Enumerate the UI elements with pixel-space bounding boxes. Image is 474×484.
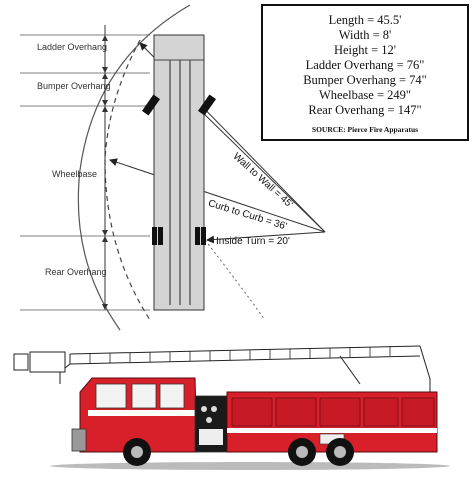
front-bumper xyxy=(71,428,87,452)
ground-shadow xyxy=(50,462,450,470)
curb-to-curb-arc xyxy=(104,39,151,321)
cab-window xyxy=(159,383,185,409)
label-wheelbase: Wheelbase xyxy=(52,169,98,179)
label-rear-overhang: Rear Overhang xyxy=(45,267,107,277)
aerial-ladder xyxy=(59,345,431,394)
spec-length: Length = 45.5' xyxy=(328,13,402,27)
pivot-line-curb xyxy=(109,158,326,233)
rear-wheel-right-2 xyxy=(201,227,206,245)
fire-truck-side-view xyxy=(13,345,450,470)
rear-wheel-2 xyxy=(326,438,354,466)
truck-plan-body xyxy=(153,34,205,311)
spec-rear-overhang: Rear Overhang = 147" xyxy=(308,103,422,117)
spec-source: SOURCE: Pierce Fire Apparatus xyxy=(311,125,419,134)
cab-window xyxy=(131,383,157,409)
plan-view xyxy=(20,4,326,331)
label-ladder-overhang: Ladder Overhang xyxy=(37,42,108,52)
inside-turn-arc xyxy=(204,239,266,321)
ladder-tip-block xyxy=(29,351,66,373)
rear-wheel-1 xyxy=(288,438,316,466)
label-bumper-overhang: Bumper Overhang xyxy=(37,81,111,91)
gauge-icon xyxy=(211,406,217,412)
pivot-line-wall-2 xyxy=(199,109,326,233)
gauge-icon xyxy=(201,406,207,412)
cab-window xyxy=(95,383,127,409)
front-wheel-left xyxy=(141,94,161,116)
spec-wheelbase: Wheelbase = 249" xyxy=(319,88,411,102)
cab-stripe xyxy=(88,410,196,416)
spec-ladder-overhang: Ladder Overhang = 76" xyxy=(305,58,425,72)
compartment-doors xyxy=(231,397,435,427)
spec-bumper-overhang: Bumper Overhang = 74" xyxy=(303,73,427,87)
ladder-bucket xyxy=(13,353,29,371)
front-wheel xyxy=(123,438,151,466)
rear-wheel-right-1 xyxy=(195,227,200,245)
label-inside-turn: Inside Turn = 20' xyxy=(216,236,290,247)
pump-plate xyxy=(199,429,223,445)
spec-width: Width = 8' xyxy=(338,28,392,42)
spec-box: Length = 45.5' Width = 8' Height = 12' L… xyxy=(261,4,469,141)
body-stripe xyxy=(227,428,437,433)
rear-wheel-left-2 xyxy=(158,227,163,245)
dim-arrowheads xyxy=(102,35,108,310)
rear-wheel-left-1 xyxy=(152,227,157,245)
pivot-line-inside xyxy=(206,231,326,244)
front-wheel-right xyxy=(197,94,217,116)
spec-height: Height = 12' xyxy=(333,43,397,57)
gauge-icon xyxy=(206,417,212,423)
